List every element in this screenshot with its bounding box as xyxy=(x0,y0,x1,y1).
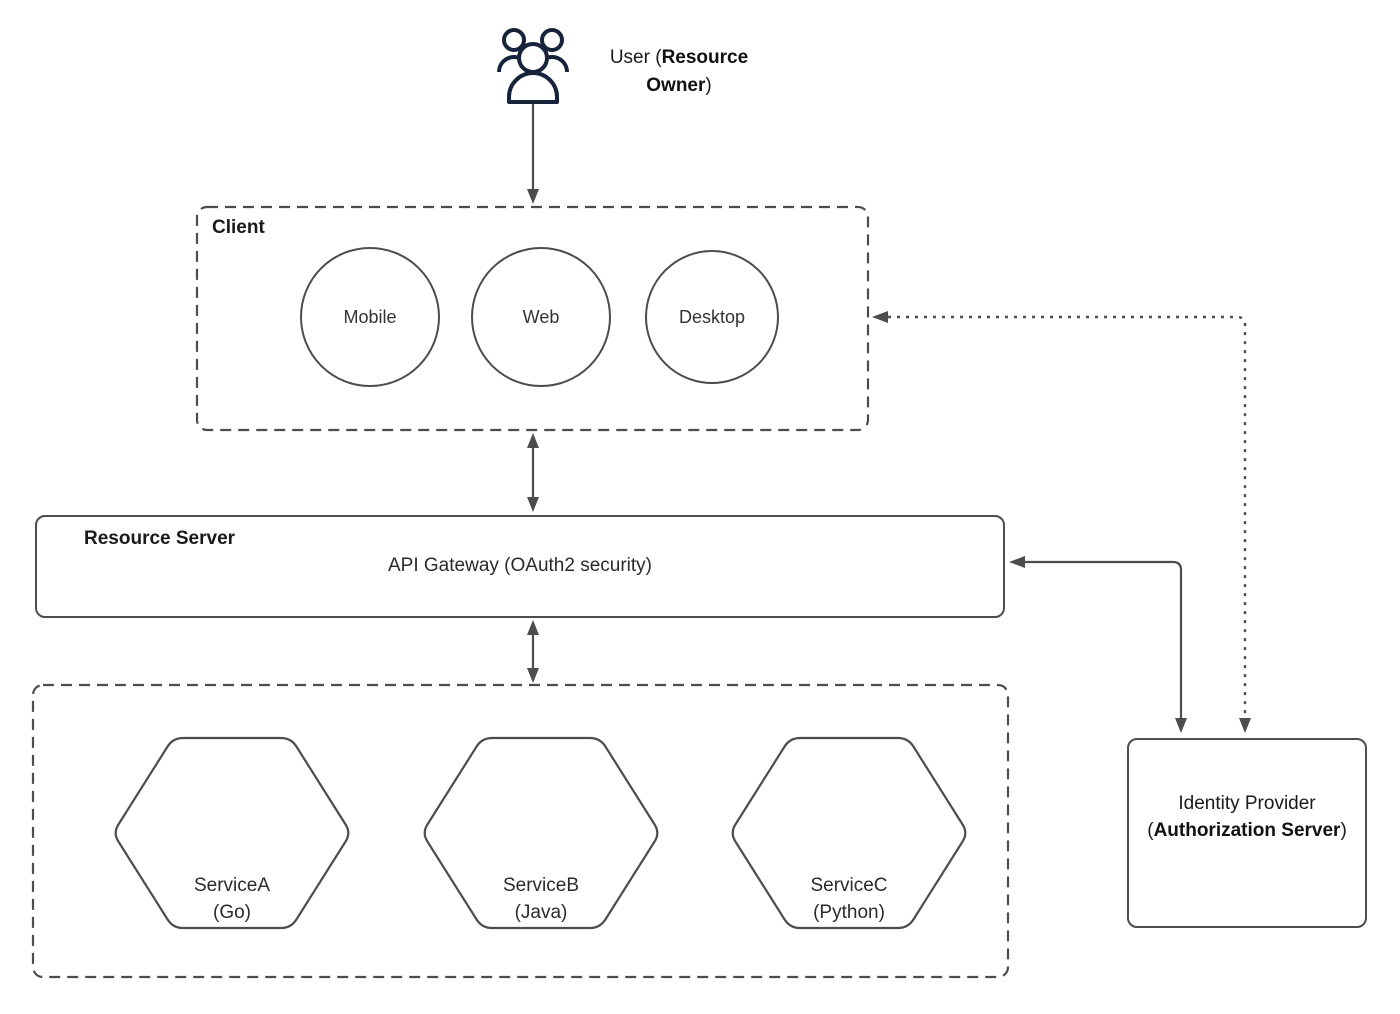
resource-server-title: Resource Server xyxy=(84,528,236,549)
hexagon-serviceb xyxy=(423,736,659,930)
resource-services-arrow xyxy=(527,620,539,683)
client-node-mobile-label: Mobile xyxy=(343,306,397,327)
idp-label-bold: Authorization Server xyxy=(1153,820,1341,841)
hexagon-servicec xyxy=(731,736,967,930)
serviceb-runtime: (Java) xyxy=(514,902,568,923)
client-resource-arrow xyxy=(527,433,539,512)
servicea-name: ServiceA xyxy=(193,875,271,896)
user-label: User (Resource Owner) xyxy=(583,44,775,100)
servicec-runtime: (Python) xyxy=(813,902,885,923)
client-box-title: Client xyxy=(212,217,265,238)
servicec-label: ServiceC (Python) xyxy=(749,872,949,926)
client-node-desktop: Desktop xyxy=(645,250,779,384)
serviceb-name: ServiceB xyxy=(502,875,580,896)
user-label-bold: Resource Owner xyxy=(646,47,749,96)
api-gateway-label: API Gateway (OAuth2 security) xyxy=(388,555,652,576)
client-node-web: Web xyxy=(471,247,611,387)
identity-provider-box: Identity Provider (Authorization Server) xyxy=(1127,738,1367,928)
user-label-prefix: User ( xyxy=(609,47,662,68)
idp-label-prefix: Identity Provider ( xyxy=(1147,793,1316,841)
identity-provider-label: Identity Provider (Authorization Server) xyxy=(1139,790,1355,844)
user-label-suffix: ) xyxy=(705,75,712,96)
idp-label-suffix: ) xyxy=(1340,820,1347,841)
client-node-mobile: Mobile xyxy=(300,247,440,387)
user-group-icon xyxy=(497,28,569,104)
client-idp-dotted-arrow xyxy=(872,311,1251,733)
resource-server-box: Resource Server API Gateway (OAuth2 secu… xyxy=(35,515,1005,618)
servicec-name: ServiceC xyxy=(810,875,888,896)
client-node-desktop-label: Desktop xyxy=(678,306,746,327)
hexagon-servicea xyxy=(114,736,350,930)
client-box: Client xyxy=(197,207,868,430)
client-node-web-label: Web xyxy=(522,306,560,327)
user-to-client-arrow xyxy=(527,104,539,204)
serviceb-label: ServiceB (Java) xyxy=(441,872,641,926)
gateway-idp-arrow xyxy=(1009,556,1187,733)
servicea-label: ServiceA (Go) xyxy=(132,872,332,926)
servicea-runtime: (Go) xyxy=(213,902,251,923)
